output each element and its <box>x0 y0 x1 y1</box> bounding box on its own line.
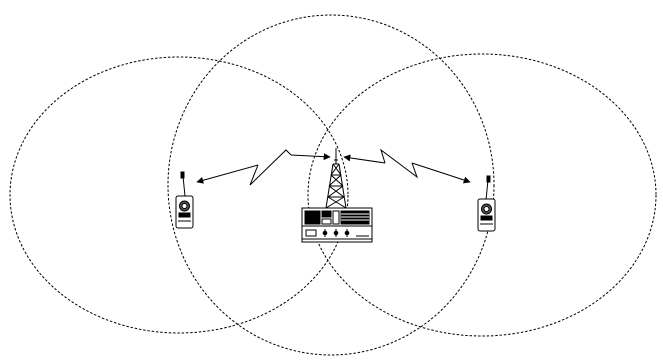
left-link-segment-2 <box>250 150 291 185</box>
right-coverage-zone <box>308 54 656 336</box>
left-coverage-zone <box>10 57 348 333</box>
right-handheld-radio <box>478 176 495 231</box>
center-coverage-zone <box>168 15 494 355</box>
coverage-zones <box>10 15 656 355</box>
left-link-segment-1 <box>197 165 258 182</box>
right-link-segment-2 <box>381 150 417 177</box>
right-link-segment-1 <box>344 157 385 163</box>
right-radio-link <box>344 150 470 182</box>
left-link-segment-3 <box>291 155 330 157</box>
radio-base-unit-icon <box>302 208 372 242</box>
left-radio-link <box>197 150 330 185</box>
right-link-segment-3 <box>412 163 470 182</box>
left-handheld-radio <box>176 172 193 228</box>
